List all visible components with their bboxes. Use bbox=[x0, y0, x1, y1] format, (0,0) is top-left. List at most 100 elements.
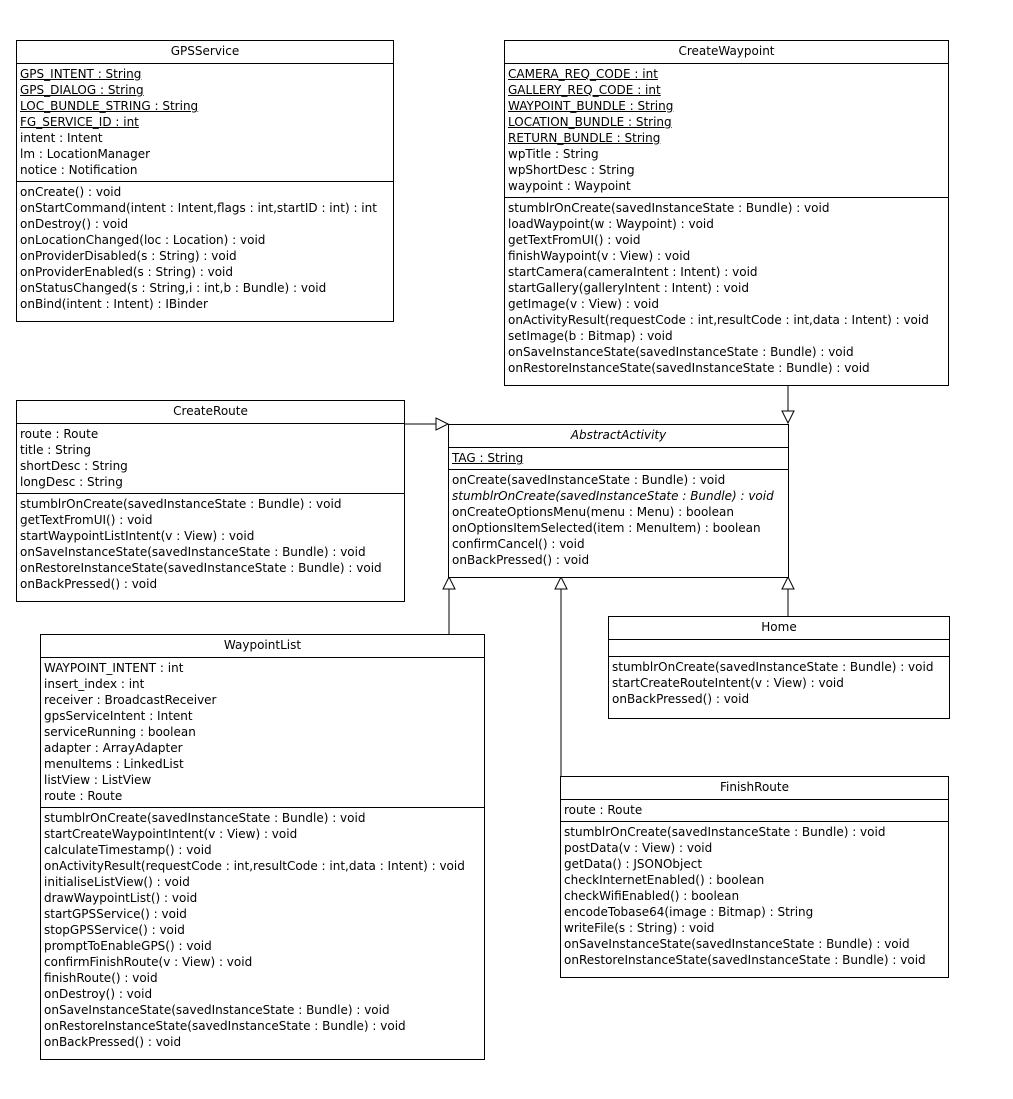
attribute: TAG : String bbox=[452, 451, 524, 465]
method: onDestroy() : void bbox=[44, 987, 153, 1001]
method: onBackPressed() : void bbox=[612, 692, 750, 706]
attribute: menuItems : LinkedList bbox=[44, 757, 184, 771]
arrowhead-createroute bbox=[435, 417, 450, 431]
method: onStatusChanged(s : String,i : int,b : B… bbox=[20, 281, 327, 295]
class-name: FinishRoute bbox=[561, 777, 948, 800]
method: onProviderEnabled(s : String) : void bbox=[20, 265, 234, 279]
attributes-section: GPS_INTENT : String GPS_DIALOG : String … bbox=[17, 64, 393, 182]
class-name: WaypointList bbox=[41, 635, 484, 658]
method: encodeTobase64(image : Bitmap) : String bbox=[564, 905, 814, 919]
attribute: wpShortDesc : String bbox=[508, 163, 635, 177]
method: onCreate(savedInstanceState : Bundle) : … bbox=[452, 473, 726, 487]
method: stumblrOnCreate(savedInstanceState : Bun… bbox=[564, 825, 886, 839]
attribute: notice : Notification bbox=[20, 163, 138, 177]
class-finishroute: FinishRoute route : Route stumblrOnCreat… bbox=[560, 776, 949, 978]
method: promptToEnableGPS() : void bbox=[44, 939, 212, 953]
method: drawWaypointList() : void bbox=[44, 891, 198, 905]
attribute: RETURN_BUNDLE : String bbox=[508, 131, 661, 145]
method: finishRoute() : void bbox=[44, 971, 158, 985]
attribute: waypoint : Waypoint bbox=[508, 179, 631, 193]
attributes-section: CAMERA_REQ_CODE : int GALLERY_REQ_CODE :… bbox=[505, 64, 948, 198]
method: onStartCommand(intent : Intent,flags : i… bbox=[20, 201, 377, 215]
attribute: intent : Intent bbox=[20, 131, 103, 145]
arrowhead-createwaypoint bbox=[781, 410, 795, 425]
class-name: AbstractActivity bbox=[449, 425, 788, 448]
method: getImage(v : View) : void bbox=[508, 297, 659, 311]
method: onRestoreInstanceState(savedInstanceStat… bbox=[44, 1019, 406, 1033]
attribute: title : String bbox=[20, 443, 91, 457]
methods-section: stumblrOnCreate(savedInstanceState : Bun… bbox=[17, 494, 404, 595]
method: stumblrOnCreate(savedInstanceState : Bun… bbox=[508, 201, 830, 215]
method: onSaveInstanceState(savedInstanceState :… bbox=[20, 545, 366, 559]
method: onCreate() : void bbox=[20, 185, 122, 199]
method: onBackPressed() : void bbox=[20, 577, 158, 591]
method: finishWaypoint(v : View) : void bbox=[508, 249, 691, 263]
methods-section: stumblrOnCreate(savedInstanceState : Bun… bbox=[41, 808, 484, 1053]
method: onSaveInstanceState(savedInstanceState :… bbox=[508, 345, 854, 359]
method: setImage(b : Bitmap) : void bbox=[508, 329, 673, 343]
attribute: route : Route bbox=[44, 789, 123, 803]
attribute: GPS_DIALOG : String bbox=[20, 83, 144, 97]
method: getTextFromUI() : void bbox=[20, 513, 153, 527]
methods-section: onCreate(savedInstanceState : Bundle) : … bbox=[449, 470, 788, 571]
method: stumblrOnCreate(savedInstanceState : Bun… bbox=[612, 660, 934, 674]
attribute: GALLERY_REQ_CODE : int bbox=[508, 83, 661, 97]
methods-section: stumblrOnCreate(savedInstanceState : Bun… bbox=[609, 657, 949, 710]
attribute: CAMERA_REQ_CODE : int bbox=[508, 67, 658, 81]
attribute: route : Route bbox=[20, 427, 99, 441]
methods-section: onCreate() : void onStartCommand(intent … bbox=[17, 182, 393, 315]
attribute: serviceRunning : boolean bbox=[44, 725, 196, 739]
class-name: Home bbox=[609, 617, 949, 640]
class-waypointlist: WaypointList WAYPOINT_INTENT : int inser… bbox=[40, 634, 485, 1060]
methods-section: stumblrOnCreate(savedInstanceState : Bun… bbox=[561, 822, 948, 971]
arrowhead-home bbox=[781, 575, 795, 590]
attribute: longDesc : String bbox=[20, 475, 123, 489]
method: onLocationChanged(loc : Location) : void bbox=[20, 233, 266, 247]
method: stopGPSService() : void bbox=[44, 923, 185, 937]
methods-section: stumblrOnCreate(savedInstanceState : Bun… bbox=[505, 198, 948, 379]
method: onBackPressed() : void bbox=[452, 553, 590, 567]
class-name: CreateRoute bbox=[17, 401, 404, 424]
method: getData() : JSONObject bbox=[564, 857, 703, 871]
attribute: insert_index : int bbox=[44, 677, 145, 691]
method: onSaveInstanceState(savedInstanceState :… bbox=[564, 937, 910, 951]
method: onBind(intent : Intent) : IBinder bbox=[20, 297, 208, 311]
method: confirmFinishRoute(v : View) : void bbox=[44, 955, 253, 969]
method: getTextFromUI() : void bbox=[508, 233, 641, 247]
class-abstractactivity: AbstractActivity TAG : String onCreate(s… bbox=[448, 424, 789, 578]
method: onCreateOptionsMenu(menu : Menu) : boole… bbox=[452, 505, 734, 519]
attribute: LOC_BUNDLE_STRING : String bbox=[20, 99, 199, 113]
method: onSaveInstanceState(savedInstanceState :… bbox=[44, 1003, 390, 1017]
method: onBackPressed() : void bbox=[44, 1035, 182, 1049]
method: loadWaypoint(w : Waypoint) : void bbox=[508, 217, 714, 231]
method: initialiseListView() : void bbox=[44, 875, 190, 889]
method: writeFile(s : String) : void bbox=[564, 921, 715, 935]
attribute: receiver : BroadcastReceiver bbox=[44, 693, 217, 707]
class-gpsservice: GPSService GPS_INTENT : String GPS_DIALO… bbox=[16, 40, 394, 322]
abstract-method: stumblrOnCreate(savedInstanceState : Bun… bbox=[452, 489, 774, 503]
attribute: adapter : ArrayAdapter bbox=[44, 741, 183, 755]
method: confirmCancel() : void bbox=[452, 537, 585, 551]
method: onOptionsItemSelected(item : MenuItem) :… bbox=[452, 521, 761, 535]
method: checkInternetEnabled() : boolean bbox=[564, 873, 765, 887]
arrowhead-waypointlist bbox=[442, 575, 456, 590]
method: startCreateWaypointIntent(v : View) : vo… bbox=[44, 827, 298, 841]
class-name: GPSService bbox=[17, 41, 393, 64]
class-name: CreateWaypoint bbox=[505, 41, 948, 64]
method: startWaypointListIntent(v : View) : void bbox=[20, 529, 255, 543]
method: onProviderDisabled(s : String) : void bbox=[20, 249, 237, 263]
attribute: LOCATION_BUNDLE : String bbox=[508, 115, 672, 129]
method: calculateTimestamp() : void bbox=[44, 843, 212, 857]
class-createroute: CreateRoute route : Route title : String… bbox=[16, 400, 405, 602]
attribute: gpsServiceIntent : Intent bbox=[44, 709, 193, 723]
attribute: listView : ListView bbox=[44, 773, 152, 787]
method: startCamera(cameraIntent : Intent) : voi… bbox=[508, 265, 758, 279]
attribute: route : Route bbox=[564, 803, 643, 817]
attribute: shortDesc : String bbox=[20, 459, 128, 473]
attributes-section: TAG : String bbox=[449, 448, 788, 470]
method: checkWifiEnabled() : boolean bbox=[564, 889, 740, 903]
method: onRestoreInstanceState(savedInstanceStat… bbox=[20, 561, 382, 575]
method: onRestoreInstanceState(savedInstanceStat… bbox=[508, 361, 870, 375]
method: startCreateRouteIntent(v : View) : void bbox=[612, 676, 844, 690]
